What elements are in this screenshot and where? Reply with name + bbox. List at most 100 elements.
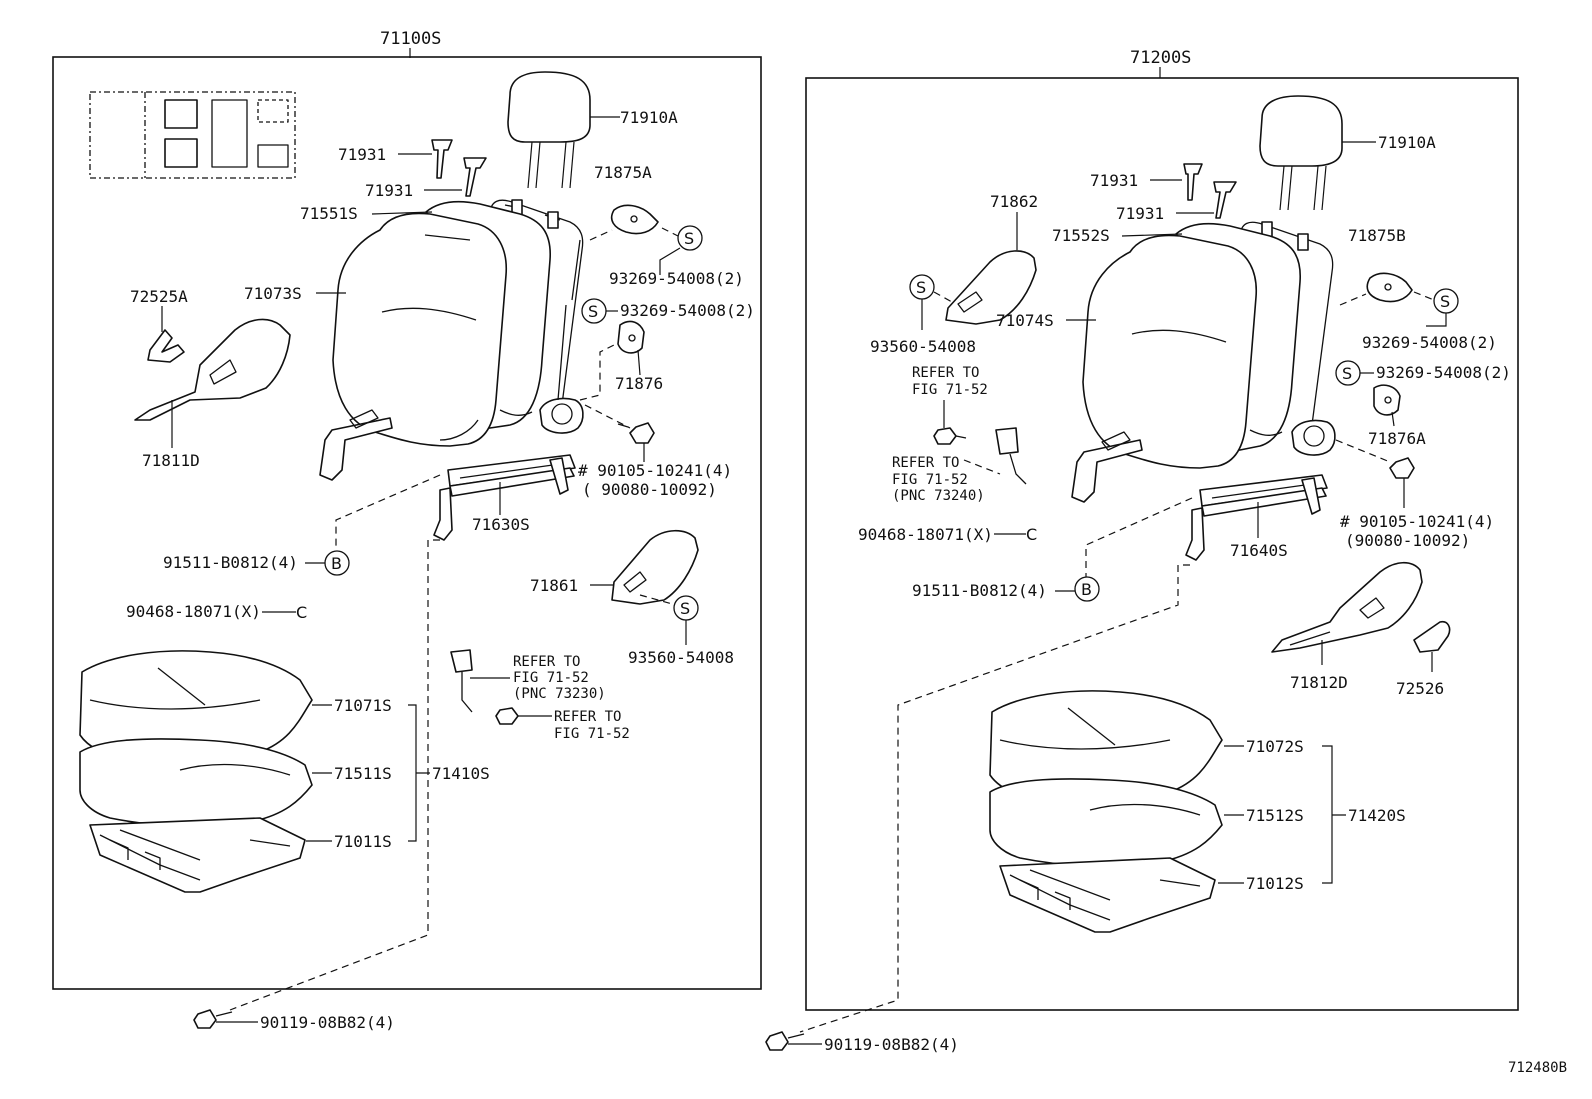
label-refer-1b: FIG 71-52 — [513, 670, 589, 686]
hinge-cover-inner-icon — [1373, 384, 1401, 416]
label-hinge-cover: 71875A — [594, 163, 652, 182]
label-refer-1c: (PNC 73230) — [513, 686, 606, 702]
label-bolt-b-r: (90080-10092) — [1345, 531, 1470, 550]
side-shield-icon — [134, 318, 291, 421]
clip-symbol-icon: C — [296, 603, 307, 622]
svg-text:S: S — [680, 599, 690, 618]
mounting-bolt-icon — [193, 1009, 233, 1029]
label-refer-2c-r: (PNC 73240) — [892, 488, 985, 504]
label-refer-2b: FIG 71-52 — [554, 726, 630, 742]
bolt-symbol-icon: B — [1074, 576, 1100, 602]
label-side-shield: 71811D — [142, 451, 200, 470]
label-hinge-cover-2: 71876 — [615, 374, 663, 393]
screw-symbol-icon: S — [909, 274, 935, 300]
label-adjuster-r: 71640S — [1230, 541, 1288, 560]
right-assembly-title: 71200S — [1130, 48, 1191, 68]
label-guide-1: 71931 — [338, 145, 386, 164]
svg-text:S: S — [916, 278, 926, 297]
seat-cushion-icon — [989, 690, 1223, 933]
label-clip-a-r: 93269-54008(2) — [1362, 333, 1497, 352]
figure-id: 712480B — [1508, 1060, 1567, 1076]
label-bolt-a: # 90105-10241(4) — [578, 461, 732, 480]
label-adjuster: 71630S — [472, 515, 530, 534]
label-clip-c: 90468-18071(X) — [126, 602, 261, 621]
seat-adjuster-icon — [1185, 474, 1328, 561]
side-shield-outer-icon — [1271, 561, 1423, 653]
label-clip-b: 93269-54008(2) — [620, 301, 755, 320]
label-guide-2-r: 71931 — [1116, 204, 1164, 223]
label-refer-1a-r: REFER TO — [912, 365, 979, 381]
svg-text:S: S — [684, 229, 694, 248]
label-lever-knob: 72525A — [130, 287, 188, 306]
buckle-bolt-icon — [933, 427, 967, 445]
headrest-guide-icon — [431, 139, 487, 197]
seatback-icon — [319, 199, 584, 481]
svg-text:B: B — [1081, 580, 1092, 599]
bolt-symbol-icon: B — [324, 550, 350, 576]
label-bolt-b: ( 90080-10092) — [582, 480, 717, 499]
buckle-bolt-icon — [495, 707, 519, 725]
headrest-icon — [507, 71, 591, 189]
label-clip-c-r: 90468-18071(X) — [858, 525, 993, 544]
label-lever-knob-r: 72526 — [1396, 679, 1444, 698]
bolt-icon — [1389, 457, 1415, 479]
screw-symbol-icon: S — [1433, 288, 1459, 314]
label-refer-1a: REFER TO — [513, 654, 580, 670]
label-hinge-cover-r: 71875B — [1348, 226, 1406, 245]
label-hinge-cover-2-r: 71876A — [1368, 429, 1426, 448]
label-refer-1b-r: FIG 71-52 — [912, 382, 988, 398]
label-cushion-pad-r: 71512S — [1246, 806, 1304, 825]
label-clip-b-r: 93269-54008(2) — [1376, 363, 1511, 382]
vehicle-seat-map-icon — [89, 91, 296, 179]
seat-cushion-icon — [79, 650, 313, 893]
label-bottom-bolt-right: 90119-08B82(4) — [824, 1035, 959, 1054]
label-shield-2: 71861 — [530, 576, 578, 595]
svg-text:S: S — [1342, 364, 1352, 383]
bolt-icon — [617, 422, 655, 444]
label-screw-2: 93560-54008 — [628, 648, 734, 667]
label-refer-2a-r: REFER TO — [892, 455, 959, 471]
screw-symbol-icon: S — [677, 225, 703, 251]
label-cushion-frame-r: 71012S — [1246, 874, 1304, 893]
right-assembly: 71200S 71910A 71931 71931 71862 — [765, 48, 1519, 1054]
label-cushion-assy: 71410S — [432, 764, 490, 783]
label-refer-2a: REFER TO — [554, 709, 621, 725]
seatbelt-buckle-icon — [450, 649, 473, 713]
label-screw: 91511-B0812(4) — [163, 553, 298, 572]
svg-text:S: S — [1440, 292, 1450, 311]
label-bolt-a-r: # 90105-10241(4) — [1340, 512, 1494, 531]
label-back-cover: 71073S — [244, 284, 302, 303]
hinge-cover-icon — [1366, 272, 1413, 303]
label-clip-a: 93269-54008(2) — [609, 269, 744, 288]
lever-knob-icon — [1413, 620, 1451, 653]
label-cushion-frame: 71011S — [334, 832, 392, 851]
seatbelt-buckle-icon — [995, 427, 1027, 485]
label-screw-2-r: 91511-B0812(4) — [912, 581, 1047, 600]
side-shield-icon — [945, 250, 1037, 325]
screw-symbol-icon: S — [581, 298, 607, 324]
label-cushion-assy-r: 71420S — [1348, 806, 1406, 825]
label-headrest: 71910A — [620, 108, 678, 127]
label-cushion-pad: 71511S — [334, 764, 392, 783]
headrest-guide-icon — [1183, 163, 1237, 219]
side-shield-outer-icon — [611, 529, 699, 605]
label-cushion-cover-r: 71072S — [1246, 737, 1304, 756]
label-headrest-r: 71910A — [1378, 133, 1436, 152]
headrest-icon — [1259, 95, 1343, 211]
label-guide-1-r: 71931 — [1090, 171, 1138, 190]
left-assembly-frame — [52, 56, 762, 990]
lever-knob-icon — [147, 329, 185, 363]
mounting-bolt-icon — [765, 1031, 805, 1051]
seat-adjuster-icon — [433, 454, 576, 541]
left-assembly-title: 71100S — [380, 29, 441, 49]
svg-text:S: S — [588, 302, 598, 321]
left-assembly: 71100S 71910A 71931 — [52, 29, 762, 1032]
label-refer-2b-r: FIG 71-52 — [892, 472, 968, 488]
svg-text:B: B — [331, 554, 342, 573]
right-assembly-frame — [805, 77, 1519, 1011]
hinge-cover-inner-icon — [617, 320, 645, 354]
hinge-cover-icon — [610, 204, 659, 235]
label-cushion-cover: 71071S — [334, 696, 392, 715]
seatback-icon — [1071, 221, 1336, 503]
